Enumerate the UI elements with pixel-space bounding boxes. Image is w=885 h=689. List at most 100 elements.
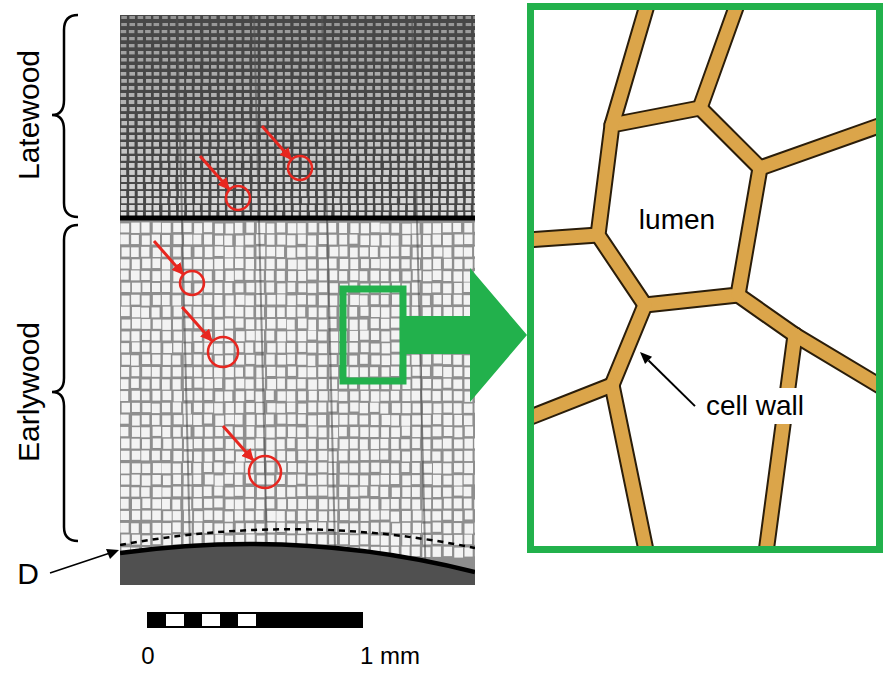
wood-cell xyxy=(412,223,420,233)
wood-cell xyxy=(288,260,297,270)
wood-cell xyxy=(301,107,307,111)
wood-cell xyxy=(170,30,176,33)
wood-cell xyxy=(174,331,182,340)
wood-cell xyxy=(381,427,389,437)
wood-cell xyxy=(256,307,264,317)
wood-cell xyxy=(129,135,135,139)
wood-cell xyxy=(384,23,390,26)
wood-cell xyxy=(244,51,250,54)
wood-cell xyxy=(162,271,170,281)
wood-cell xyxy=(276,65,282,69)
wood-cell xyxy=(444,547,452,556)
wood-cell xyxy=(412,499,420,509)
wood-cell xyxy=(412,463,420,473)
wood-cell xyxy=(236,44,242,47)
wood-cell xyxy=(204,307,212,317)
wood-cell xyxy=(293,184,299,189)
wood-cell xyxy=(301,191,307,196)
wood-cell xyxy=(359,177,365,182)
wood-cell xyxy=(293,65,299,69)
wood-cell xyxy=(152,404,160,414)
wood-cell xyxy=(142,331,150,340)
wood-cell xyxy=(318,415,326,425)
wood-cell xyxy=(195,191,201,196)
wood-cell xyxy=(195,58,201,62)
wood-cell xyxy=(443,403,451,412)
wood-cell xyxy=(326,44,332,47)
wood-cell xyxy=(121,427,129,436)
wood-cell xyxy=(194,30,200,33)
wood-cell xyxy=(152,367,160,377)
wood-cell xyxy=(422,524,431,533)
wood-cell xyxy=(246,391,254,400)
wood-cell xyxy=(285,16,291,19)
wood-cell xyxy=(371,536,380,545)
wood-cell xyxy=(170,37,176,40)
wood-cell xyxy=(317,149,323,154)
wood-cell xyxy=(391,93,397,97)
wood-cell xyxy=(142,475,151,485)
wood-cell xyxy=(464,247,472,256)
wood-cell xyxy=(225,487,233,496)
wood-cell xyxy=(129,142,135,147)
wood-cell xyxy=(350,142,356,147)
wood-cell xyxy=(351,149,357,154)
wood-cell xyxy=(326,163,332,168)
wood-cell xyxy=(309,93,315,97)
wood-cell xyxy=(204,223,212,233)
wood-cell xyxy=(244,107,250,111)
wood-cell xyxy=(225,343,233,353)
wood-cell xyxy=(173,463,181,473)
wood-cell xyxy=(400,86,406,90)
wood-cell xyxy=(154,51,160,54)
wood-cell xyxy=(146,142,152,147)
wood-cell xyxy=(154,149,160,154)
wood-cell xyxy=(129,156,135,161)
wood-cell xyxy=(269,23,275,26)
wood-cell xyxy=(162,403,170,412)
wood-cell xyxy=(287,307,296,317)
wood-cell xyxy=(121,107,127,111)
wood-cell xyxy=(329,235,337,245)
wood-cell xyxy=(194,295,202,305)
wood-cell xyxy=(138,58,144,62)
wood-cell xyxy=(246,440,254,449)
wood-cell xyxy=(162,163,168,168)
wood-cell xyxy=(342,100,348,104)
wood-cell xyxy=(350,37,356,40)
wood-cell xyxy=(351,135,357,139)
wood-cell xyxy=(285,198,291,203)
wood-cell xyxy=(225,367,234,377)
wood-cell xyxy=(376,135,382,139)
wood-cell xyxy=(277,415,285,424)
wood-micrograph xyxy=(120,15,475,585)
wood-cell xyxy=(423,235,431,245)
wood-cell xyxy=(402,271,410,280)
wood-cell xyxy=(433,414,441,424)
wood-cell xyxy=(137,170,143,175)
wood-cell xyxy=(350,156,356,161)
wood-cell xyxy=(454,475,463,485)
wood-cell xyxy=(318,367,326,377)
wood-cell xyxy=(349,307,357,317)
wood-cell xyxy=(400,58,406,62)
wood-cell xyxy=(256,499,264,509)
wood-cell xyxy=(335,163,341,168)
wood-cell xyxy=(187,51,193,54)
wood-cell xyxy=(392,107,398,111)
wood-cell xyxy=(170,100,176,104)
wood-cell xyxy=(170,142,176,147)
wood-cell xyxy=(319,295,328,305)
wood-cell xyxy=(194,128,200,132)
wood-cell xyxy=(215,415,224,425)
wood-cell xyxy=(392,342,401,351)
wood-cell xyxy=(375,51,381,54)
wood-cell xyxy=(391,415,399,425)
wood-cell xyxy=(256,511,264,520)
wood-cell xyxy=(170,184,176,189)
wood-cell xyxy=(162,149,168,154)
wood-cell xyxy=(162,128,168,132)
wood-cell xyxy=(194,367,202,377)
wood-cell xyxy=(219,205,225,210)
wood-cell xyxy=(326,114,332,118)
